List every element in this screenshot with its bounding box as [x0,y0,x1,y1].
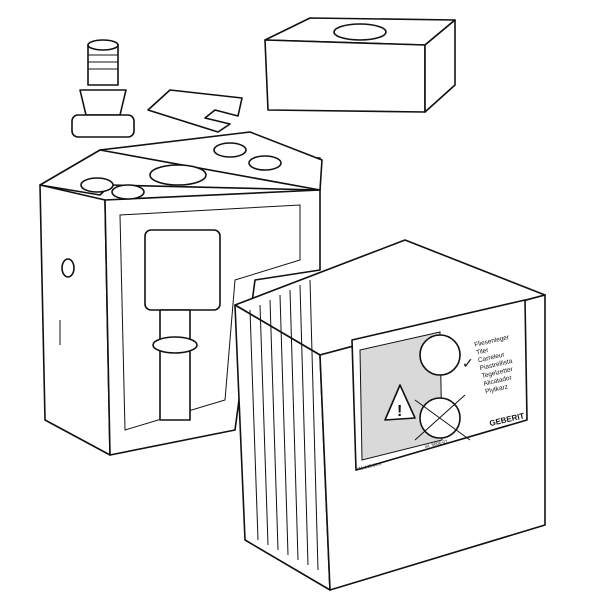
protective-cover-box: ! ✓ [234,239,546,591]
threaded-adapter [71,39,135,138]
trade-item: Tiler [476,347,490,357]
svg-text:Tiler: Tiler [476,347,490,357]
code-left: 941.148.00.0 [355,461,382,472]
foam-cube [264,17,456,113]
installation-box [39,131,323,456]
warning-icon: ! [397,403,402,420]
code-right: ist. 5606-07 [424,439,449,449]
check-icon: ✓ [462,355,474,371]
retaining-clip [147,89,243,133]
